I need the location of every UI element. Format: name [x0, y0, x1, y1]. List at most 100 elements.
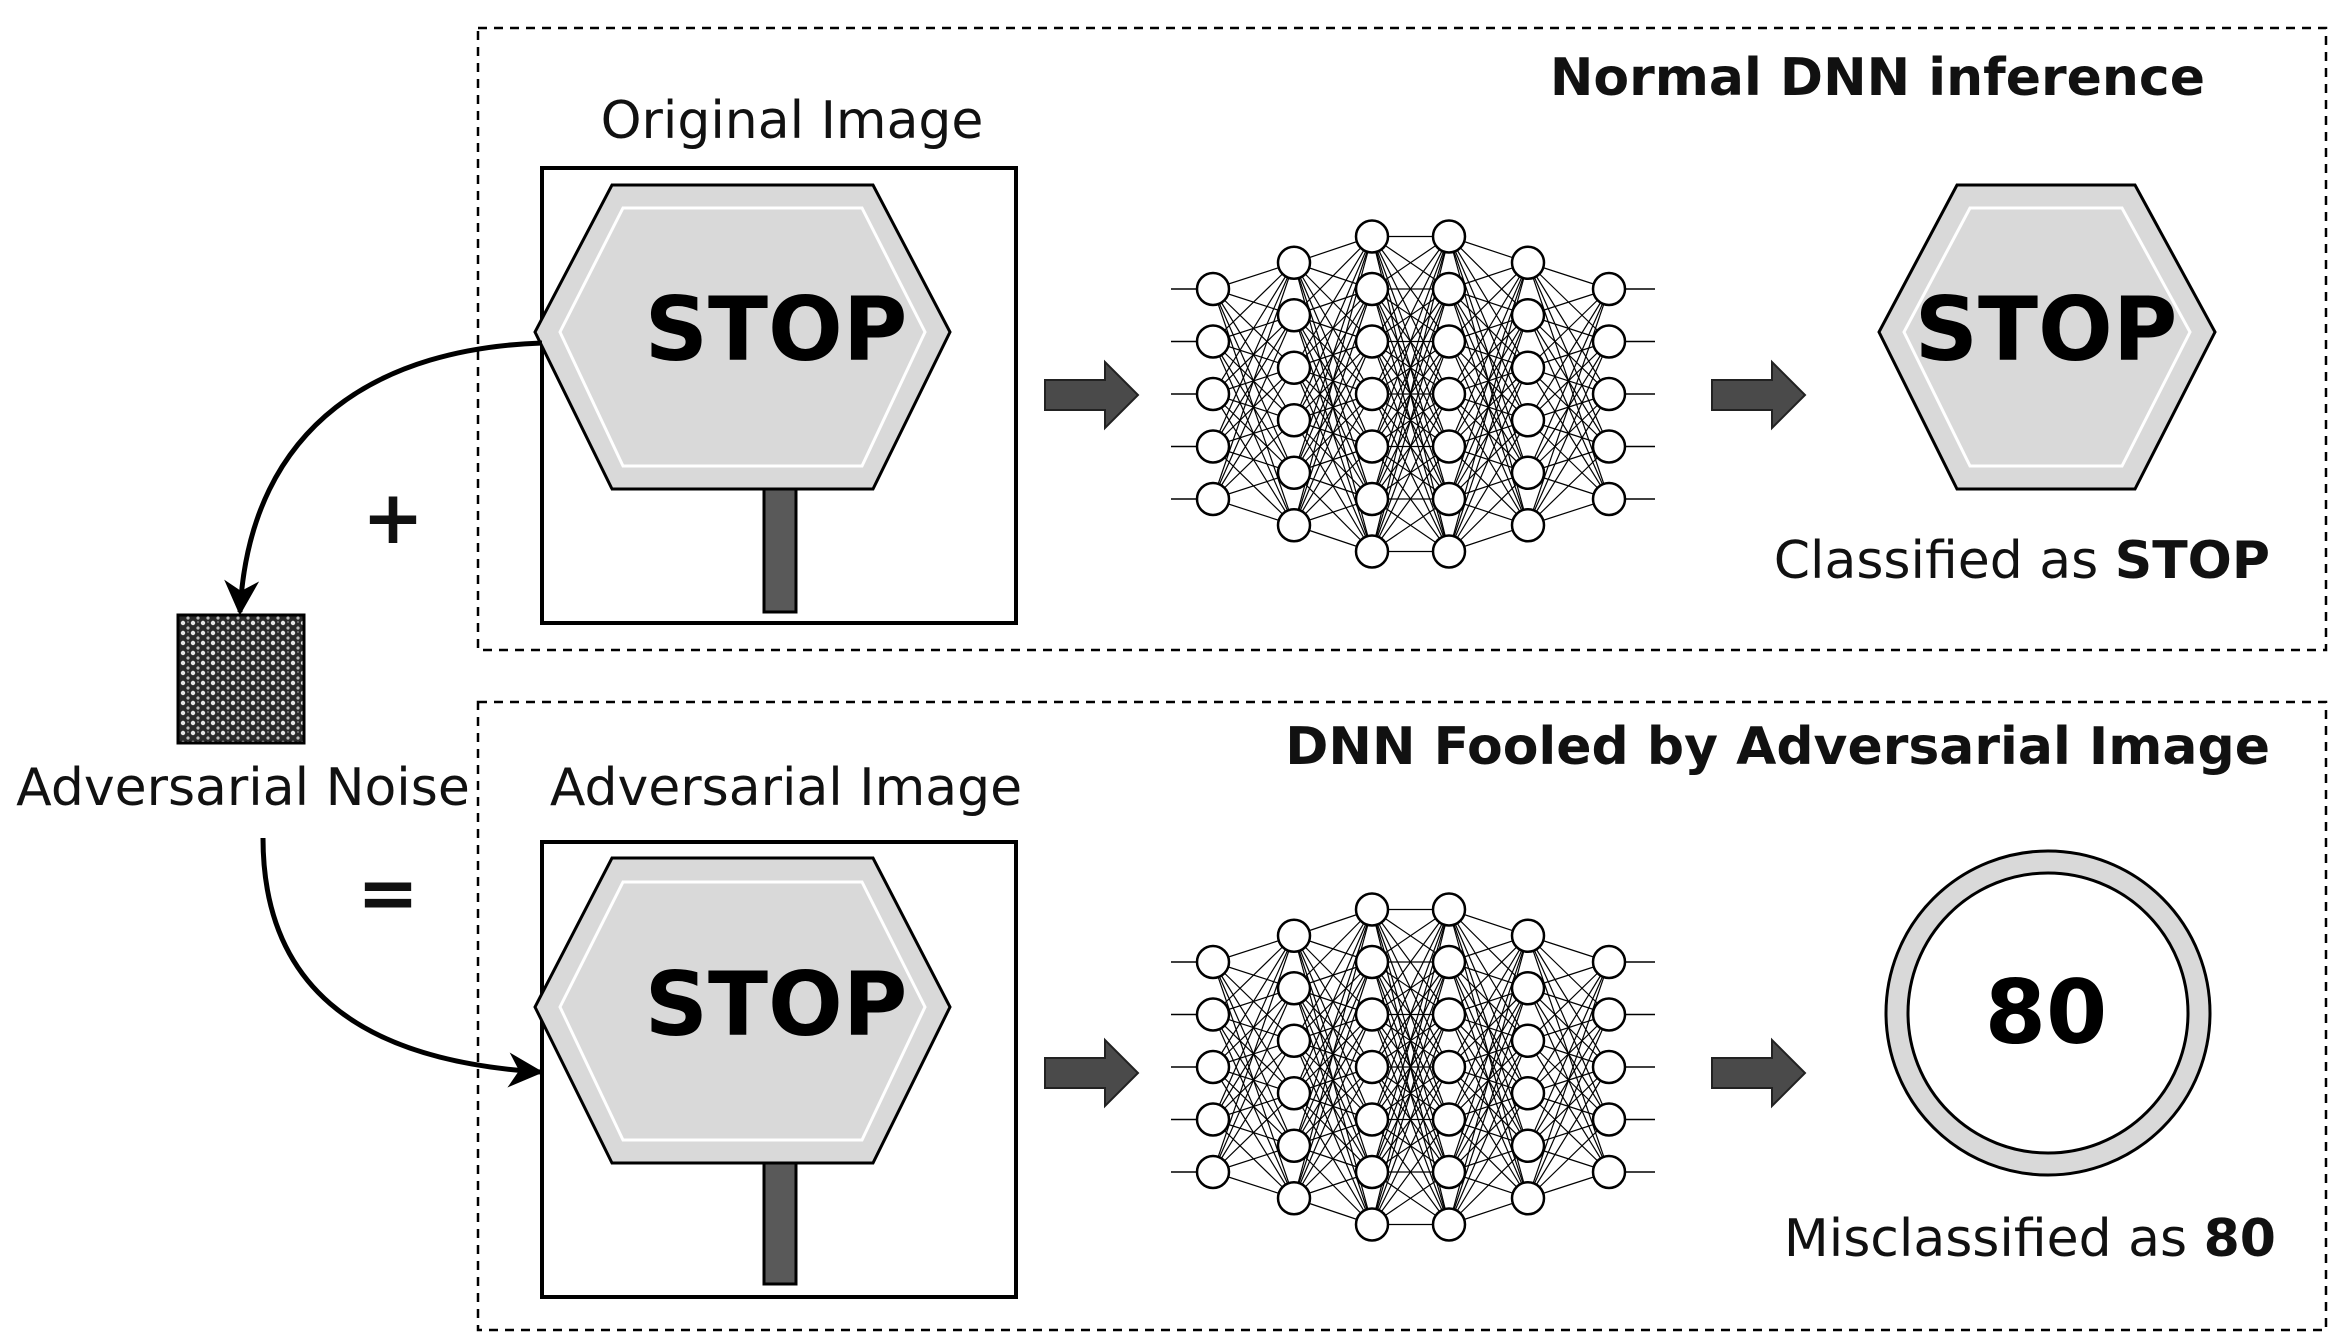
top-panel-title: Normal DNN inference [1550, 48, 2205, 108]
network-node [1591, 481, 1627, 517]
classification-prefix: Classified as [1774, 531, 2115, 591]
network-node [1431, 481, 1467, 517]
top-panel: Normal DNN inference Original Image STOP… [476, 26, 2328, 652]
misclassification-value: 80 [2204, 1209, 2276, 1269]
network-node [1354, 1102, 1390, 1137]
network-node [1431, 534, 1467, 569]
network-node [1276, 971, 1312, 1006]
network-node [1195, 271, 1231, 307]
network-connections [1171, 235, 1655, 553]
network-node [1354, 1207, 1390, 1242]
network-node [1510, 298, 1546, 333]
original-image-label: Original Image [601, 91, 984, 151]
curved-arrow-to-noise [224, 340, 543, 616]
network-node [1510, 350, 1546, 385]
classified-sign-text: STOP [1915, 278, 2178, 381]
network-node [1276, 918, 1312, 953]
network-node [1431, 271, 1467, 307]
network-node [1510, 1181, 1546, 1216]
network-node [1195, 1102, 1231, 1137]
network-node [1591, 429, 1627, 464]
network-node [1276, 1181, 1312, 1216]
original-sign-text: STOP [645, 278, 908, 381]
network-node [1276, 455, 1312, 490]
neural-network [1171, 892, 1655, 1242]
curved-arrow-to-adversarial [260, 837, 544, 1088]
output-arrow-icon [1711, 359, 1807, 431]
network-node [1510, 245, 1546, 280]
network-node [1510, 971, 1546, 1006]
speed-limit-sign-text: 80 [1985, 961, 2107, 1064]
network-node [1591, 1102, 1627, 1137]
sign-post [762, 486, 798, 614]
network-node [1431, 944, 1467, 980]
network-node [1195, 944, 1231, 980]
network-node [1354, 219, 1390, 254]
network-node [1354, 892, 1390, 927]
input-arrow-icon [1044, 1037, 1140, 1109]
network-node [1195, 324, 1231, 359]
network-node [1195, 429, 1231, 464]
network-node [1510, 455, 1546, 490]
network-node [1431, 324, 1467, 359]
adversarial-image: STOP [533, 840, 1018, 1299]
network-node [1354, 271, 1390, 307]
network-node [1510, 918, 1546, 953]
misclassification-prefix: Misclassified as [1784, 1209, 2204, 1269]
network-node [1431, 1049, 1467, 1085]
network-node [1510, 1128, 1546, 1163]
input-arrow-icon [1044, 359, 1140, 431]
speed-limit-sign: 80 [1884, 849, 2212, 1177]
stop-sign-icon [1877, 183, 2217, 491]
network-node [1276, 403, 1312, 438]
network-node [1431, 997, 1467, 1032]
network-node [1276, 245, 1312, 280]
network-node [1591, 997, 1627, 1032]
top-panel-border [476, 26, 2328, 652]
network-node [1431, 429, 1467, 464]
network-node [1354, 1154, 1390, 1190]
network-node [1431, 1102, 1467, 1137]
network-node [1276, 298, 1312, 333]
network-node [1354, 944, 1390, 980]
network-node [1276, 350, 1312, 385]
adversarial-noise: + Adversarial Noise = [16, 340, 544, 1088]
network-node [1276, 508, 1312, 543]
network-node [1195, 481, 1231, 517]
equals-symbol: = [357, 850, 419, 936]
adversarial-image-label: Adversarial Image [550, 758, 1022, 818]
classified-stop-sign: STOP [1877, 183, 2217, 491]
noise-patch [176, 613, 306, 745]
network-node [1591, 271, 1627, 307]
stop-sign-icon [533, 856, 952, 1165]
original-image: STOP [533, 166, 1018, 625]
network-node [1276, 1128, 1312, 1163]
sign-post [762, 1158, 798, 1286]
network-connections [1171, 908, 1655, 1226]
adversarial-sign-text: STOP [645, 953, 908, 1056]
network-node [1354, 997, 1390, 1032]
network-node [1591, 1154, 1627, 1190]
network-node [1510, 403, 1546, 438]
stop-sign-icon [533, 183, 952, 491]
network-node [1195, 1049, 1231, 1085]
network-node [1510, 1076, 1546, 1111]
network-node [1591, 324, 1627, 359]
classification-result: Classified as STOP [1774, 531, 2270, 591]
network-node [1354, 481, 1390, 517]
classification-value: STOP [2115, 531, 2270, 591]
bottom-panel: DNN Fooled by Adversarial Image Adversar… [476, 700, 2328, 1332]
network-node [1276, 1023, 1312, 1058]
network-node [1431, 219, 1467, 254]
network-node [1591, 944, 1627, 980]
network-node [1195, 376, 1231, 412]
network-node [1354, 1049, 1390, 1085]
adversarial-noise-label: Adversarial Noise [16, 758, 470, 818]
plus-symbol: + [362, 475, 424, 561]
network-node [1354, 324, 1390, 359]
network-node [1510, 508, 1546, 543]
network-node [1354, 376, 1390, 412]
network-node [1195, 1154, 1231, 1190]
network-node [1510, 1023, 1546, 1058]
